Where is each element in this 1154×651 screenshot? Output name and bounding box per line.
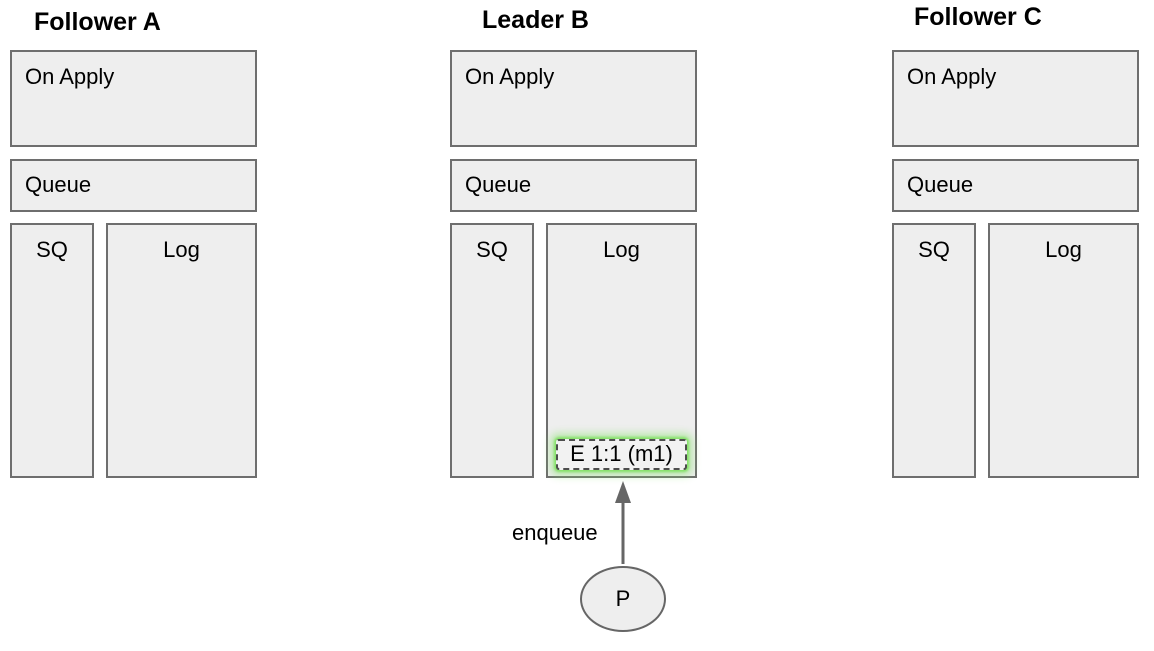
log-box: Log — [106, 223, 257, 478]
node-leader-b: Leader B On Apply Queue SQ Log E 1:1 (m1… — [450, 0, 697, 651]
sq-label: SQ — [918, 237, 950, 262]
node-title: Leader B — [482, 6, 589, 34]
sq-box: SQ — [450, 223, 534, 478]
on-apply-box: On Apply — [450, 50, 697, 147]
log-label: Log — [1045, 237, 1082, 262]
node-title: Follower C — [914, 3, 1042, 31]
node-follower-c: Follower C On Apply Queue SQ Log — [892, 0, 1139, 651]
node-title: Follower A — [34, 8, 161, 36]
sq-box: SQ — [10, 223, 94, 478]
node-follower-a: Follower A On Apply Queue SQ Log — [10, 0, 257, 651]
on-apply-box: On Apply — [10, 50, 257, 147]
log-label: Log — [603, 237, 640, 262]
queue-box: Queue — [892, 159, 1139, 212]
producer-ellipse: P — [580, 566, 666, 632]
log-entry-highlighted: E 1:1 (m1) — [556, 439, 687, 470]
queue-label: Queue — [25, 172, 92, 198]
sq-label: SQ — [36, 237, 68, 262]
on-apply-box: On Apply — [892, 50, 1139, 147]
queue-label: Queue — [465, 172, 532, 198]
log-label: Log — [163, 237, 200, 262]
on-apply-label: On Apply — [465, 64, 555, 89]
log-box: Log E 1:1 (m1) — [546, 223, 697, 478]
on-apply-label: On Apply — [25, 64, 115, 89]
producer-label: P — [615, 586, 631, 611]
on-apply-label: On Apply — [907, 64, 997, 89]
log-box: Log — [988, 223, 1139, 478]
sq-label: SQ — [476, 237, 508, 262]
enqueue-action-label: enqueue — [512, 520, 598, 545]
sq-box: SQ — [892, 223, 976, 478]
queue-box: Queue — [450, 159, 697, 212]
queue-box: Queue — [10, 159, 257, 212]
queue-label: Queue — [907, 172, 974, 198]
